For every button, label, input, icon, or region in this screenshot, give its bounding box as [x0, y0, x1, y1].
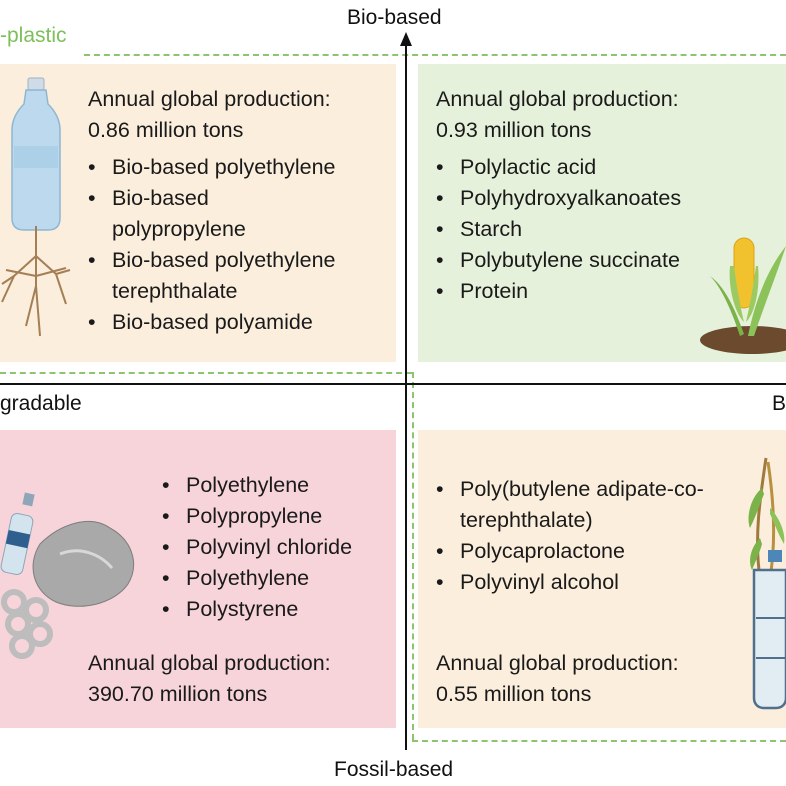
list-item: Poly(butylene adipate-co-terephthalate) [436, 474, 754, 536]
tl-production-value: 0.86 million tons [88, 118, 244, 142]
dashed-border-top [84, 54, 786, 56]
bottle-with-roots-icon [1, 77, 71, 337]
bl-polymer-list: Polyethylene Polypropylene Polyvinyl chl… [162, 470, 402, 625]
list-item: Polystyrene [162, 594, 402, 625]
axis-label-top: Bio-based [347, 6, 442, 29]
tl-polymer-list: Bio-based polyethylene Bio-based polypro… [88, 152, 388, 338]
axis-label-right: B [772, 392, 786, 415]
tr-production-label: Annual global production: [436, 87, 679, 111]
axis-arrow-up-icon [400, 32, 412, 46]
br-production-value: 0.55 million tons [436, 682, 592, 706]
dashed-border-bottom [412, 740, 786, 742]
list-item: Polyethylene [162, 563, 402, 594]
tr-production-value: 0.93 million tons [436, 118, 592, 142]
bl-production-value: 390.70 million tons [88, 682, 268, 706]
list-item: Polylactic acid [436, 152, 736, 183]
list-item: Polyhydroxyalkanoates [436, 183, 736, 214]
list-item: Polyethylene [162, 470, 402, 501]
list-item: Polyvinyl chloride [162, 532, 402, 563]
list-item: Bio-based polyethylene terephthalate [88, 245, 392, 307]
br-production-label: Annual global production: [436, 651, 679, 675]
list-item: Starch [436, 214, 736, 245]
list-item: Polycaprolactone [436, 536, 736, 567]
bl-production-label: Annual global production: [88, 651, 331, 675]
list-item: Bio-based polyethylene [88, 152, 388, 183]
axis-label-bottom: Fossil-based [334, 758, 454, 781]
tl-production-label: Annual global production: [88, 87, 331, 111]
dashed-border-vertical [412, 372, 414, 740]
tr-polymer-list: Polylactic acid Polyhydroxyalkanoates St… [436, 152, 736, 307]
list-item: Protein [436, 276, 736, 307]
dashed-border-middle [0, 372, 412, 374]
corn-plant-icon [700, 237, 786, 354]
plastic-waste-icon [0, 492, 135, 659]
top-left-tag: -plastic [0, 24, 67, 47]
list-item: Bio-based polypropylene [88, 183, 272, 245]
list-item: Polypropylene [162, 501, 402, 532]
bottle-with-plant-icon [748, 457, 786, 710]
axis-label-left: gradable [0, 392, 82, 415]
list-item: Bio-based polyamide [88, 307, 388, 338]
br-polymer-list: Poly(butylene adipate-co-terephthalate) … [436, 474, 736, 598]
list-item: Polyvinyl alcohol [436, 567, 736, 598]
list-item: Polybutylene succinate [436, 245, 736, 276]
